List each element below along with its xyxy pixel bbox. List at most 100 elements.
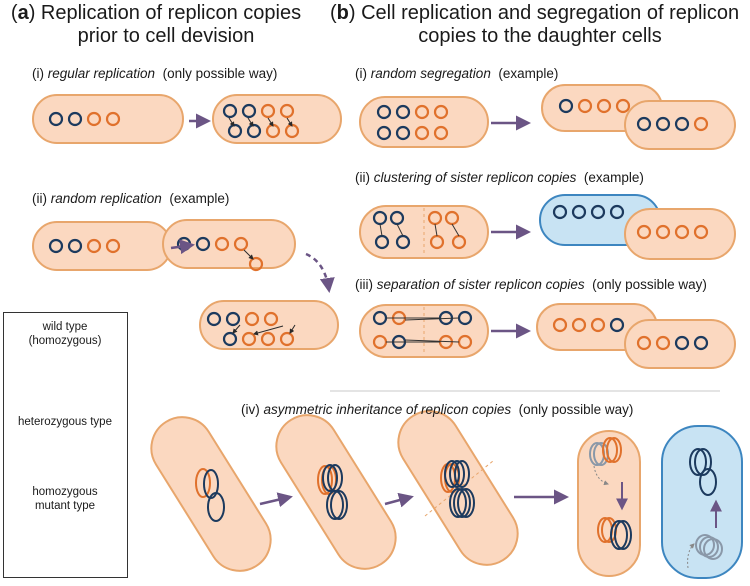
panel-b-title-line1: Cell replication and segregation of repl… [361, 2, 740, 24]
replicon-b-ii-daughter-orange-1 [636, 224, 652, 240]
tiny-arrow-b-iv-do-1 [593, 465, 609, 486]
replicon-a-ii-middle-new [248, 256, 264, 272]
replicon-b-iv-3-wb-1 [449, 488, 467, 518]
tether-b-ii-1 [379, 223, 383, 237]
replicon-a-ii-middle-3 [214, 236, 230, 252]
replicon-b-iii-daughter-b-3 [674, 335, 690, 351]
panel-a-i-heading: (i) regular replication (only possible w… [32, 66, 277, 82]
legend-heterozygous: heterozygous type [18, 416, 112, 428]
replicon-b-ii-daughter-blue-4 [609, 204, 625, 220]
tiny-arrow-a-ii-4 [289, 324, 296, 334]
replicon-a-i-parent-4 [105, 111, 121, 127]
panel-b-ii-heading: (ii) clustering of sister replicon copie… [355, 170, 644, 186]
cell-b-i-parent [359, 96, 489, 148]
replicon-a-i-top-4 [279, 103, 295, 119]
cell-b-iii-daughter-b [624, 319, 736, 369]
cell-b-i-daughter-b [624, 100, 736, 150]
replicon-b-iv-2-m-1 [317, 465, 333, 495]
legend-wild-type-line2: (homozygous) [28, 335, 102, 347]
arrow-a-ii-dashed [305, 252, 335, 293]
panel-b-iv-label: asymmetric inheritance of replicon copie… [263, 402, 512, 417]
replicon-b-i-parent-top-1 [376, 104, 392, 120]
replicon-b-iv-do-m-top-2 [606, 437, 622, 463]
panel-a-title: (a) Replication of replicon copies [10, 2, 302, 24]
replicon-b-iii-daughter-b-2 [655, 335, 671, 351]
panel-a-letter: a [17, 2, 29, 24]
replicon-a-ii-result-top-3 [244, 311, 260, 327]
cell-b-iv-1-group [150, 416, 272, 572]
replicon-b-iv-db-w-top-2 [694, 448, 712, 476]
replicon-a-i-top-1 [222, 103, 238, 119]
replicon-b-i-parent-top-4 [433, 104, 449, 120]
replicon-b-ii-daughter-blue-3 [590, 204, 606, 220]
replicon-b-i-daughter-b-3 [674, 116, 690, 132]
replicon-a-i-top-2 [241, 103, 257, 119]
panel-a-ii-note: (example) [169, 191, 230, 206]
replicon-a-i-parent-3 [86, 111, 102, 127]
panel-b-i-heading: (i) random segregation (example) [355, 66, 558, 82]
legend-box: wild type (homozygous) heterozygous type… [3, 312, 128, 578]
replicon-b-iii-daughter-a-2 [571, 317, 587, 333]
panel-b-iii-note: (only possible way) [592, 277, 707, 292]
replicon-b-iv-do-m-top-1 [602, 437, 618, 463]
tiny-arrow-a-ii-3 [253, 325, 284, 336]
panel-b-i-prefix: (i) [355, 66, 371, 81]
arrow-a-ii-1 [170, 239, 195, 255]
panel-b-iv-prefix: (iv) [241, 402, 264, 417]
panel-b-ii-label: clustering of sister replicon copies [373, 170, 577, 185]
replicon-b-iii-daughter-b-1 [636, 335, 652, 351]
replicon-b-i-daughter-b-4 [693, 116, 709, 132]
replicon-b-iv-2-wb-1 [326, 490, 344, 520]
replicon-a-ii-result-top-1 [206, 311, 222, 327]
panel-b-title: (b) Cell replication and segregation of … [330, 2, 740, 24]
replicon-b-i-parent-bottom-4 [433, 125, 449, 141]
replicon-b-i-parent-bottom-1 [376, 125, 392, 141]
panel-b-iii-label: separation of sister replicon copies [376, 277, 585, 292]
replicon-a-ii-parent-3 [86, 238, 102, 254]
replicon-a-i-bottom-2 [246, 123, 262, 139]
panel-b-iv-heading: (iv) asymmetric inheritance of replicon … [241, 402, 633, 418]
replicon-b-iii-daughter-a-1 [552, 317, 568, 333]
replicon-b-iv-do-w-2 [614, 520, 632, 550]
replicon-a-i-parent-1 [48, 111, 64, 127]
replicon-b-iv-3-wt-1 [444, 460, 460, 488]
tether-b-ii-3 [434, 223, 438, 237]
tether-b-iii-4 [404, 339, 460, 343]
replicon-b-ii-daughter-blue-2 [571, 204, 587, 220]
replicon-b-i-parent-bottom-3 [414, 125, 430, 141]
replicon-b-i-daughter-a-4 [615, 98, 631, 114]
replicon-b-i-daughter-a-3 [596, 98, 612, 114]
panel-a-title-line2: prior to cell devision [77, 25, 255, 47]
panel-a-i-prefix: (i) [32, 66, 48, 81]
replicon-a-i-parent-2 [67, 111, 83, 127]
tether-b-ii-2 [396, 223, 404, 237]
replicon-b-iv-1-w2-1 [207, 492, 225, 522]
cell-b-iv-1 [150, 416, 272, 572]
arrow-b-iv-2 [384, 492, 414, 508]
replicon-a-ii-parent-2 [67, 238, 83, 254]
tiny-arrow-a-i-2 [247, 117, 254, 127]
replicon-b-iv-3-wb-3 [457, 488, 475, 518]
replicon-a-ii-middle-4 [233, 236, 249, 252]
replicon-a-ii-result-bottom-3 [260, 331, 276, 347]
panel-b-ii-prefix: (ii) [355, 170, 374, 185]
panel-a-ii-heading: (ii) random replication (example) [32, 191, 229, 207]
replicon-b-iv-3-wt-2 [449, 460, 465, 488]
legend-homozygous-line1: homozygous [32, 486, 98, 498]
replicon-a-ii-middle-2 [195, 236, 211, 252]
replicon-b-ii-daughter-blue-1 [552, 204, 568, 220]
replicon-b-iii-daughter-b-4 [693, 335, 709, 351]
replicon-a-ii-result-bottom-2 [241, 331, 257, 347]
panel-a-title-line1: Replication of replicon copies [40, 2, 302, 24]
replicon-b-ii-daughter-orange-3 [674, 224, 690, 240]
tiny-arrow-a-ii-1 [243, 249, 254, 260]
replicon-b-iv-1-m-1 [195, 468, 211, 498]
replicon-a-ii-result-top-4 [263, 311, 279, 327]
replicon-b-i-daughter-b-1 [636, 116, 652, 132]
replicon-b-iv-db-w-top-1 [689, 448, 707, 476]
replicon-b-iv-3-wt-3 [454, 460, 470, 488]
tiny-arrow-a-i-4 [286, 117, 293, 127]
panel-b-iii-prefix: (iii) [355, 277, 377, 292]
panel-b-ii-note: (example) [583, 170, 644, 185]
replicon-b-iv-db-w-mid-1 [699, 468, 717, 496]
